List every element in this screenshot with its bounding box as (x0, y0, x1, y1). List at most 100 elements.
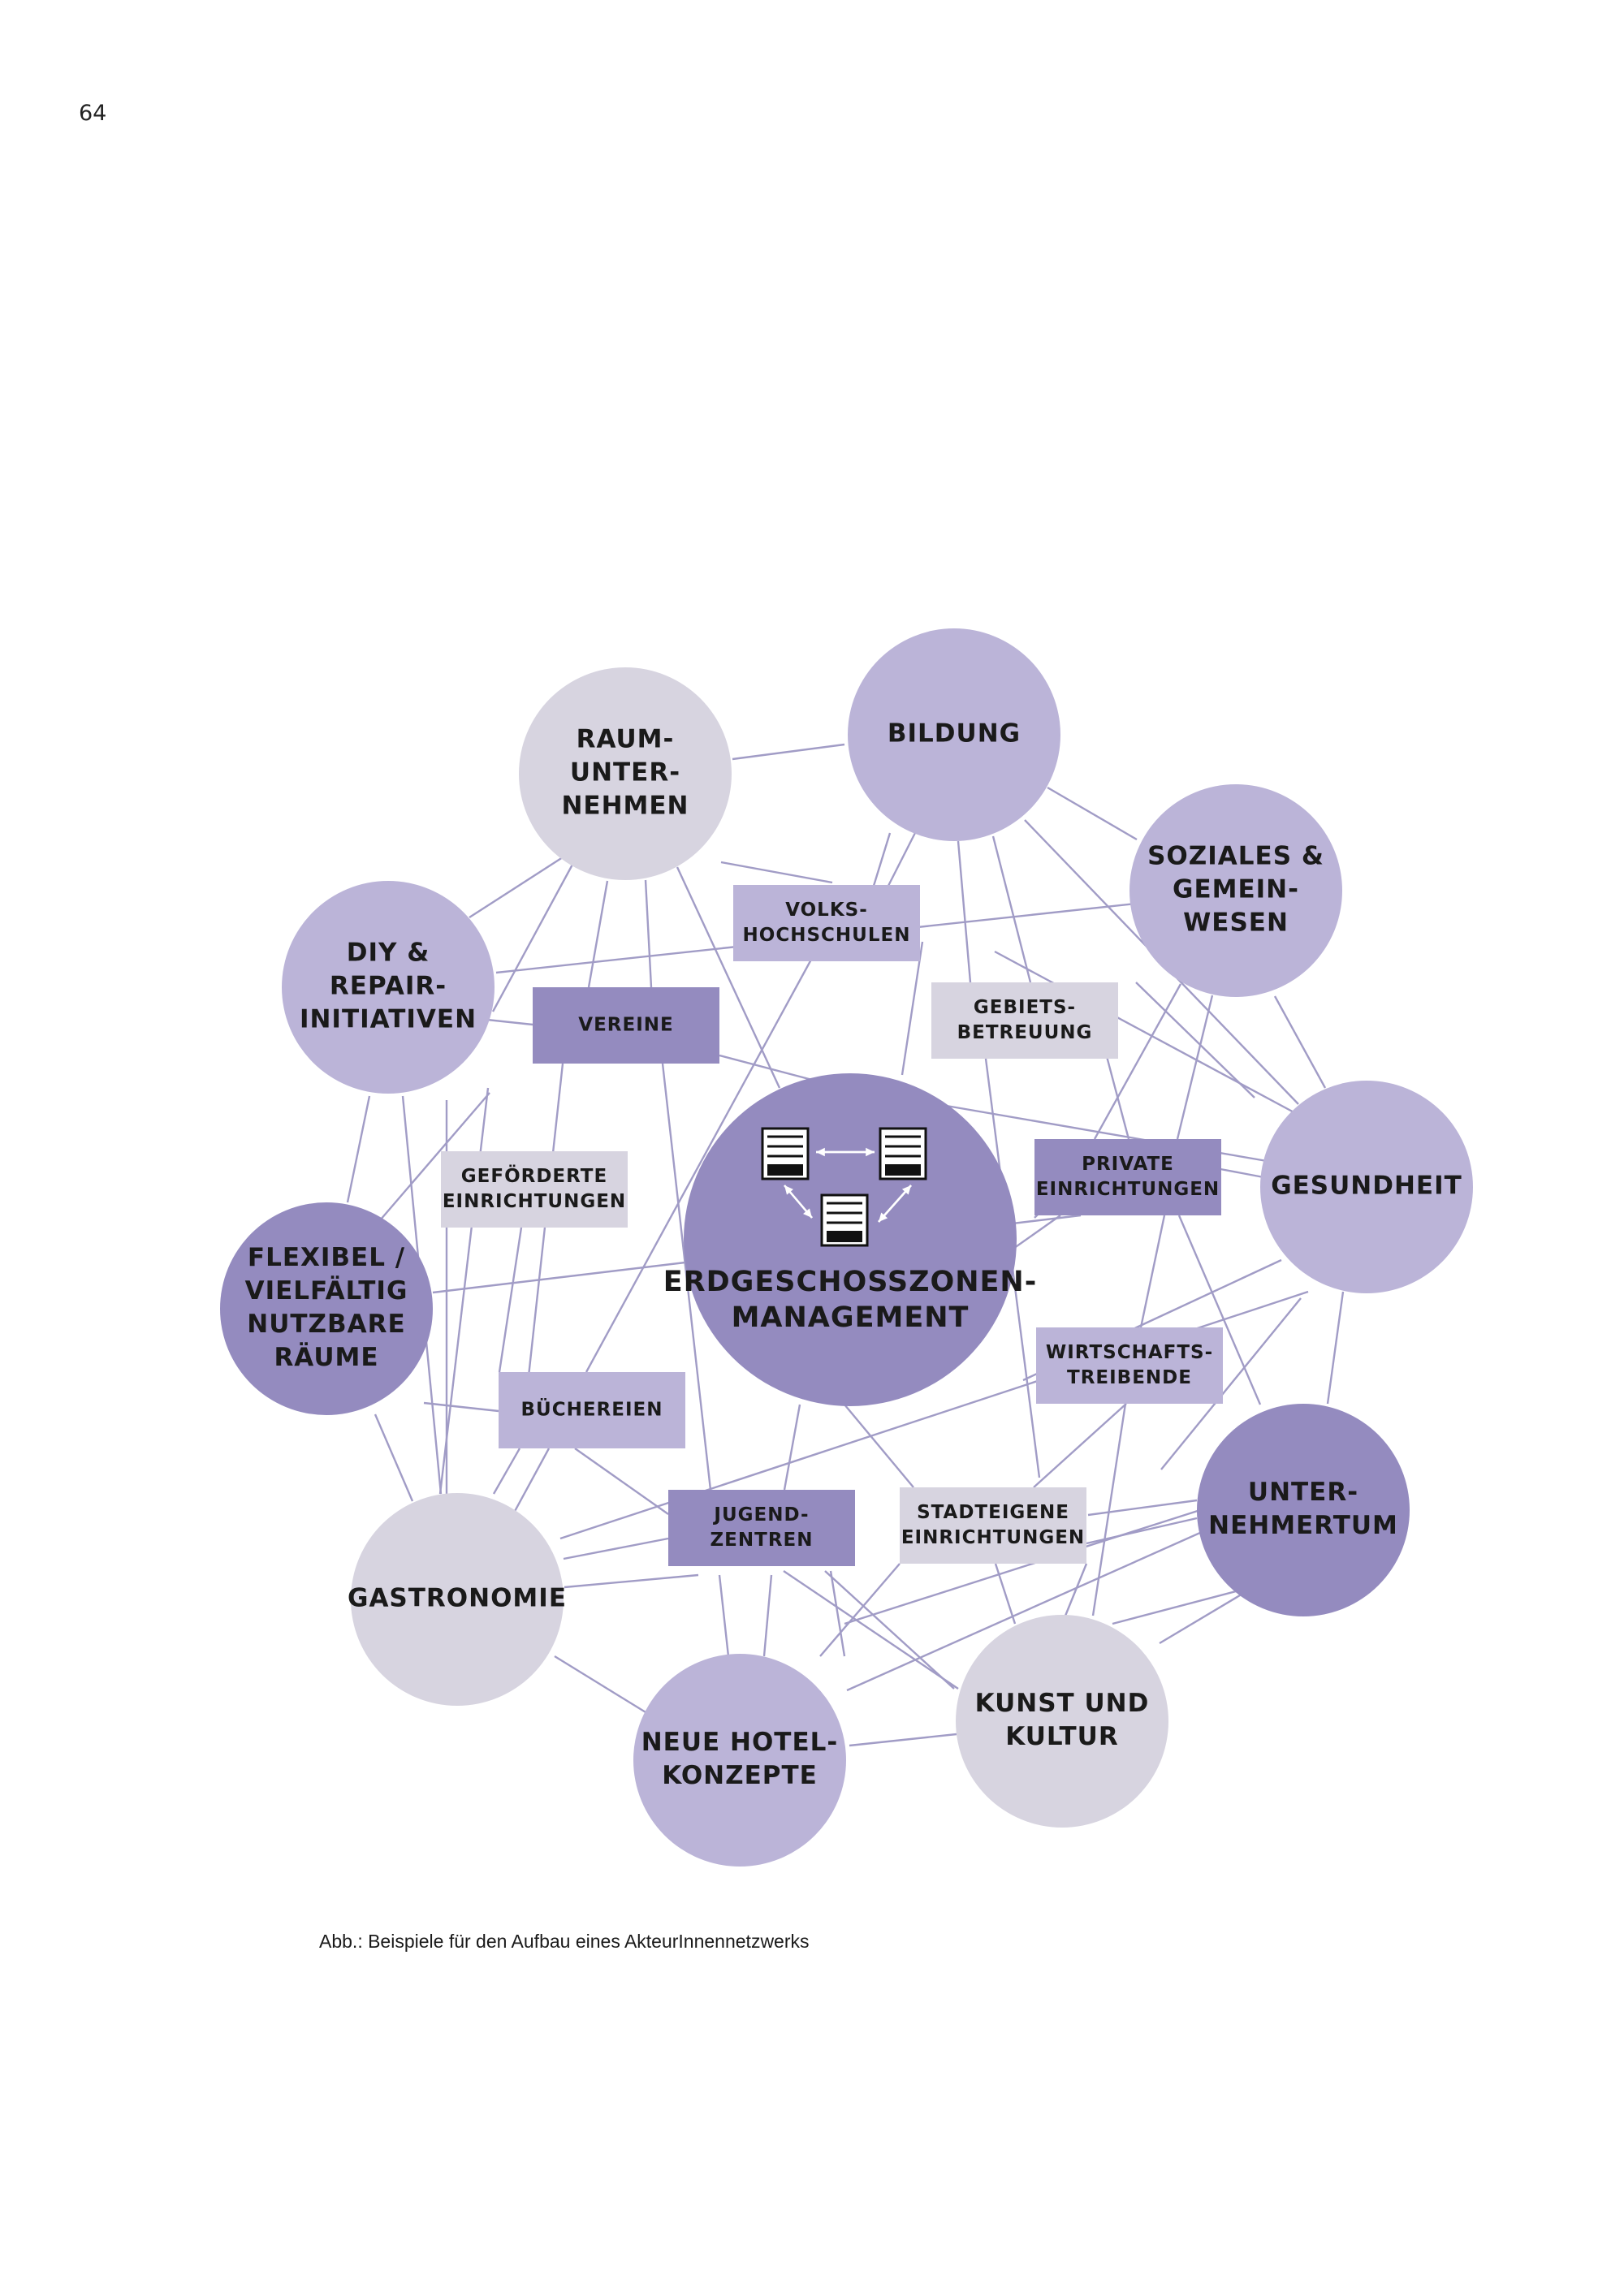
node-label-line: VOLKS- (785, 900, 868, 921)
node-label-line: FLEXIBEL / (248, 1243, 405, 1272)
building-door (827, 1231, 862, 1242)
edge-line (522, 1063, 564, 1422)
node-label-line: EINRICHTUNGEN (901, 1527, 1085, 1548)
node-label-line: JUGEND- (712, 1504, 809, 1526)
box-shape (441, 1151, 628, 1228)
circle-node-raum: RAUM-UNTER-NEHMEN (519, 667, 732, 880)
node-label-line: KONZEPTE (662, 1761, 818, 1790)
box-node-stadt: STADTEIGENE EINRICHTUNGEN (900, 1487, 1086, 1564)
edge-line (1033, 1403, 1127, 1488)
edge-line (1093, 983, 1182, 1140)
box-shape (668, 1490, 855, 1566)
node-label-line: EINRICHTUNGEN (1036, 1179, 1220, 1200)
box-shape (900, 1487, 1086, 1564)
edge-line (991, 835, 1032, 983)
circle-shape (519, 667, 732, 880)
circle-shape (351, 1493, 564, 1706)
box-node-volks: VOLKS- HOCHSCHULEN (733, 885, 920, 961)
edge-line (574, 1448, 669, 1515)
box-node-gefoerderte: GEFÖRDERTE EINRICHTUNGEN (441, 1151, 628, 1228)
edge-line (1086, 1517, 1198, 1545)
edge-line (1103, 1047, 1130, 1140)
edge-line (1326, 1291, 1345, 1405)
edge-line (1135, 982, 1255, 1098)
box-shape (533, 987, 719, 1064)
edge-line (720, 861, 833, 884)
edge-line (585, 957, 814, 1373)
node-label-line: STADTEIGENE (917, 1502, 1069, 1523)
building-right-icon (879, 1127, 927, 1180)
edge-line (563, 1537, 669, 1560)
buildings-exchange-icon (761, 1127, 927, 1247)
node-label-line: HOCHSCHULEN (743, 925, 911, 946)
edge-line (498, 1227, 523, 1373)
circle-node-gastronomie: GASTRONOMIE (348, 1493, 567, 1706)
box-node-gebiets: GEBIETS-BETREUUNG (931, 982, 1118, 1059)
edge-line (469, 847, 577, 919)
node-label-line: WESEN (1183, 908, 1289, 938)
edge-line (849, 1733, 957, 1747)
node-label-line: NUTZBARE (247, 1310, 405, 1339)
node-label-line: RAUM- (577, 725, 675, 754)
edge-line (1091, 1403, 1127, 1616)
box-shape (1034, 1139, 1221, 1215)
node-label-line: PRIVATE (1082, 1154, 1174, 1175)
node-label-line: ERDGESCHOSSZONEN- (663, 1266, 1037, 1298)
box-node-buechereien: BÜCHEREIEN (499, 1372, 685, 1448)
edge-line (374, 1413, 414, 1502)
edge-line (1159, 1591, 1245, 1645)
figure-caption: Abb.: Beispiele für den Aufbau eines Akt… (319, 1931, 810, 1952)
edge-line (719, 1054, 813, 1081)
edge-line (1160, 1297, 1302, 1470)
edge-line (1047, 786, 1138, 841)
network-nodes: RAUM-UNTER-NEHMEN BILDUNG SOZIALES &GEMEIN… (220, 628, 1473, 1867)
circle-node-kunst: KUNST UND KULTUR (956, 1615, 1168, 1828)
edge-line (819, 1563, 901, 1657)
edge-line (846, 1521, 1224, 1692)
circle-node-diy: DIY &REPAIR-INITIATIVEN (282, 881, 495, 1094)
node-label-line: RÄUME (274, 1343, 378, 1372)
node-label-line: GESUNDHEIT (1271, 1172, 1462, 1201)
edge-line (676, 866, 781, 1089)
circle-node-soziales: SOZIALES &GEMEIN-WESEN (1129, 784, 1342, 997)
edge-line (844, 1404, 914, 1488)
node-label-line: VIELFÄLTIG (245, 1276, 408, 1306)
circle-node-hotel: NEUE HOTEL-KONZEPTE (633, 1654, 846, 1867)
building-door (885, 1164, 921, 1176)
edge-line (887, 826, 920, 887)
circle-node-bildung: BILDUNG (848, 628, 1060, 841)
building-door (767, 1164, 803, 1176)
circle-node-flexibel: FLEXIBEL / VIELFÄLTIG NUTZBARE RÄUME (220, 1202, 433, 1415)
node-label-line: GEFÖRDERTE (461, 1164, 607, 1187)
circle-shape (282, 881, 495, 1094)
edge-line (824, 1570, 955, 1690)
box-node-vereine: VEREINE (533, 987, 719, 1064)
node-label-line: MANAGEMENT (732, 1301, 970, 1334)
page-number: 64 (79, 101, 107, 126)
node-label-line: EINRICHTUNGEN (443, 1191, 626, 1212)
circle-shape (220, 1202, 433, 1415)
edge-line (1176, 995, 1214, 1140)
box-shape (1036, 1327, 1223, 1404)
edge-line (957, 840, 972, 983)
circle-shape (1260, 1081, 1473, 1293)
circle-shape (633, 1654, 846, 1867)
edge-line (492, 1448, 521, 1495)
node-label-line: GASTRONOMIE (348, 1584, 567, 1613)
circle-shape (848, 628, 1060, 841)
edge-line (1087, 1499, 1198, 1517)
edge-line (512, 1448, 551, 1515)
edge-line (1177, 1215, 1262, 1405)
node-label-line: KUNST UND (975, 1689, 1150, 1718)
building-left-icon (761, 1127, 810, 1180)
node-label-line: GEBIETS- (974, 997, 1076, 1018)
node-label-line: KULTUR (1005, 1722, 1118, 1751)
circle-shape (1197, 1404, 1410, 1616)
node-label-line: WIRTSCHAFTS- (1046, 1342, 1213, 1363)
edge-line (491, 862, 575, 1012)
edge-line (423, 1401, 499, 1413)
edge-line (844, 1508, 1201, 1625)
arrow-head (816, 1147, 825, 1157)
edge-line (661, 1063, 712, 1491)
edge-line (762, 1574, 773, 1657)
